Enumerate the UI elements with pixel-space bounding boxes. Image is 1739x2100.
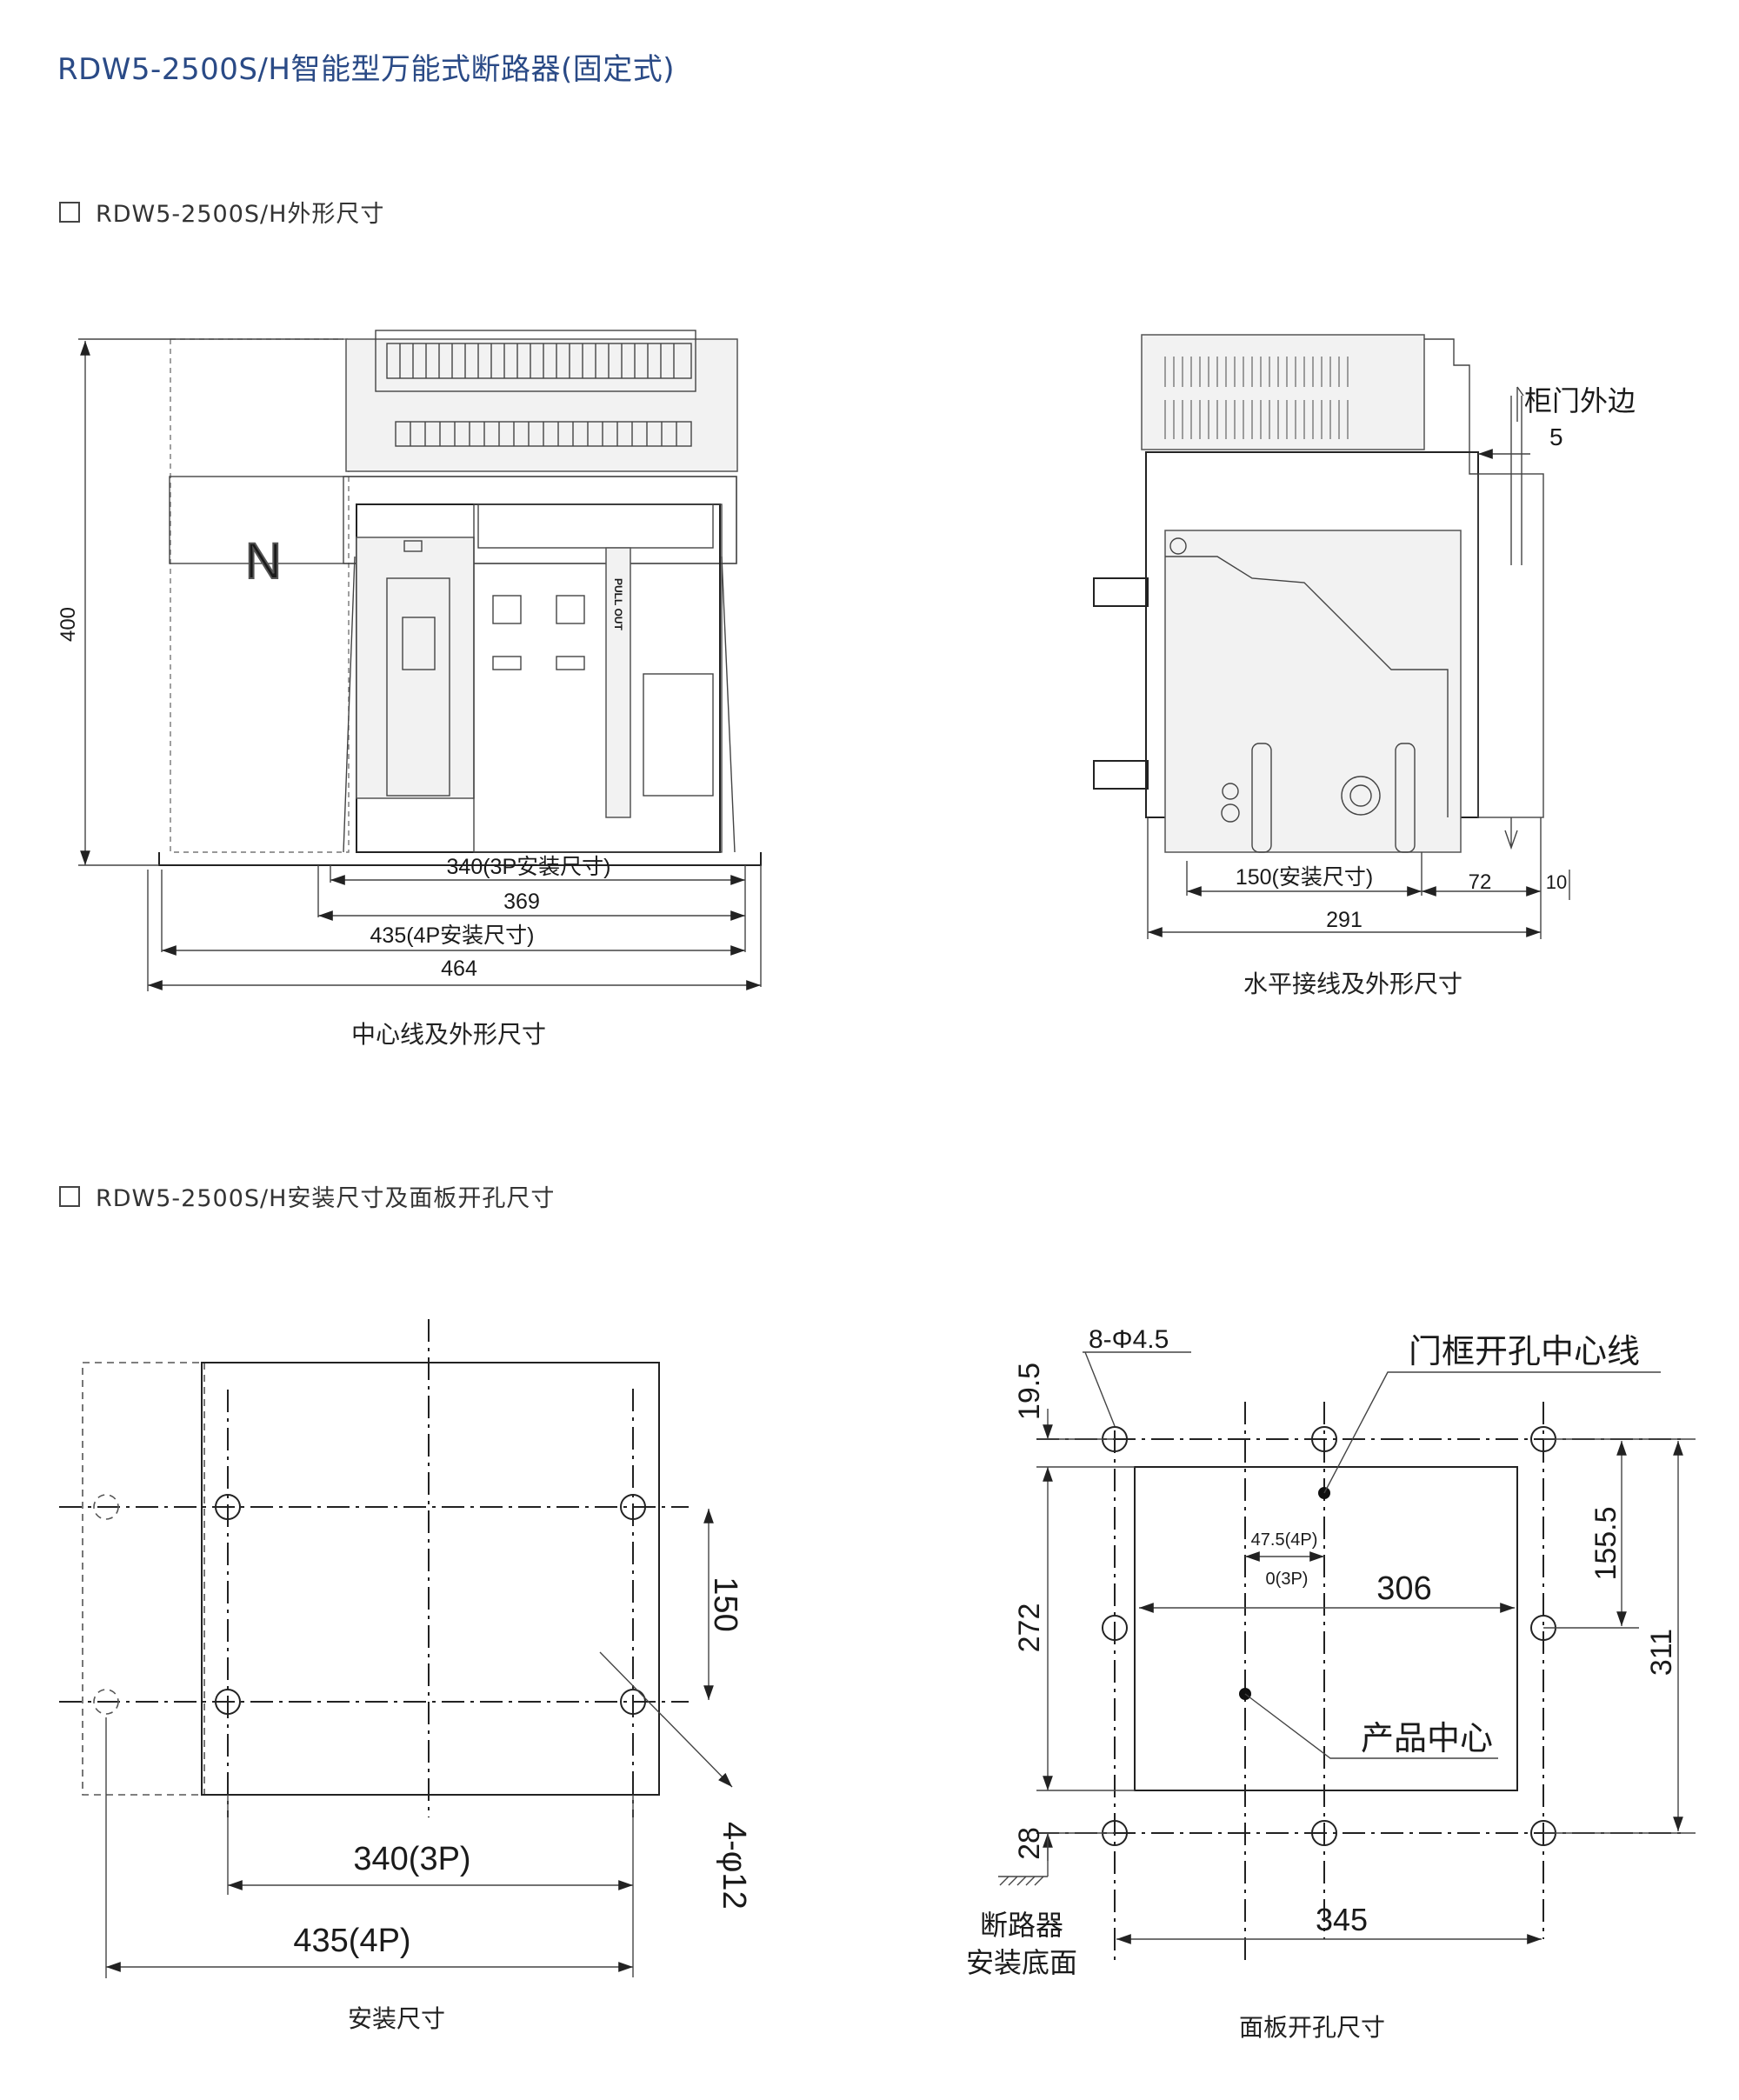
pull-out-label: PULL OUT: [612, 578, 624, 630]
mounting-view-caption: 安装尺寸: [348, 2004, 446, 2033]
panel-dim-28: 28: [1013, 1827, 1046, 1860]
mount-dim-435: 435(4P): [293, 1923, 410, 1959]
panel-dim-345: 345: [1316, 1902, 1368, 1937]
side-view-drawing: 柜门外边 5 150(安装尺寸) 72 10 291: [1093, 334, 1636, 939]
mount-holes-label: 4-φ12: [716, 1822, 752, 1910]
checkbox-icon: [59, 1185, 80, 1207]
mount-dim-340: 340(3P): [353, 1841, 470, 1877]
section-mounting-label: RDW5-2500S/H安装尺寸及面板开孔尺寸: [96, 1185, 556, 1212]
panel-view-caption: 面板开孔尺寸: [1239, 2013, 1386, 2042]
mount-dim-150: 150: [707, 1577, 743, 1631]
side-dim-72: 72: [1469, 870, 1492, 894]
n-pole-label: N: [245, 533, 282, 590]
mounting-view-drawing: 150 340(3P) 435(4P) 4-φ12: [59, 1319, 752, 1978]
panel-dim-47-5: 47.5(4P): [1251, 1530, 1318, 1550]
base-label-line2: 安装底面: [966, 1947, 1077, 1978]
mounting-hole-icon: [620, 1494, 646, 1520]
mounting-hole-icon: [93, 1494, 119, 1520]
panel-holes-label: 8-Φ4.5: [1089, 1325, 1169, 1354]
panel-dim-155-5: 155.5: [1589, 1506, 1622, 1580]
panel-dim-0: 0(3P): [1266, 1570, 1309, 1589]
panel-holes: [1102, 1426, 1556, 1846]
section-outline-heading: RDW5-2500S/H外形尺寸: [59, 195, 384, 229]
side-view-caption: 水平接线及外形尺寸: [1243, 970, 1463, 998]
panel-dim-306: 306: [1376, 1570, 1431, 1607]
front-view-caption: 中心线及外形尺寸: [351, 1020, 547, 1049]
side-dim-291: 291: [1326, 908, 1363, 932]
frame-center-label: 门框开孔中心线: [1409, 1334, 1640, 1370]
side-dim-10: 10: [1546, 871, 1567, 893]
panel-dim-19-5: 19.5: [1013, 1363, 1046, 1420]
base-label-line1: 断路器: [980, 1910, 1063, 1941]
terminal-strip: [386, 343, 692, 447]
front-dim-369: 369: [503, 890, 540, 914]
panel-dim-311: 311: [1645, 1629, 1678, 1676]
panel-dim-272: 272: [1013, 1603, 1046, 1653]
panel-cutout-drawing: 8-Φ4.5 门框开孔中心线 产品中心 306 47.5(4P) 0(3P) 1…: [966, 1325, 1696, 1978]
product-center-label: 产品中心: [1361, 1721, 1493, 1757]
front-view-drawing: PULL OUT N 400 340(3P安装尺寸) 369 435(4P安装尺…: [57, 330, 762, 991]
mounting-hole-icon: [215, 1689, 241, 1715]
front-dim-464: 464: [441, 957, 477, 981]
mounting-hole-icon: [93, 1689, 119, 1715]
side-dim-5: 5: [1549, 423, 1563, 450]
section-mounting-heading: RDW5-2500S/H安装尺寸及面板开孔尺寸: [59, 1179, 555, 1213]
door-edge-label: 柜门外边: [1524, 385, 1636, 417]
front-height-label: 400: [57, 607, 80, 642]
mounting-hole-icon: [215, 1494, 241, 1520]
mounting-hole-icon: [620, 1689, 646, 1715]
front-dim-435: 435(4P安装尺寸): [370, 923, 535, 948]
side-dim-150: 150(安装尺寸): [1236, 865, 1373, 890]
vent-slots: [1164, 357, 1349, 439]
page-title: RDW5-2500S/H智能型万能式断路器(固定式): [57, 52, 675, 87]
section-outline-label: RDW5-2500S/H外形尺寸: [96, 201, 385, 228]
front-dim-340: 340(3P安装尺寸): [447, 855, 611, 879]
checkbox-icon: [59, 201, 80, 223]
